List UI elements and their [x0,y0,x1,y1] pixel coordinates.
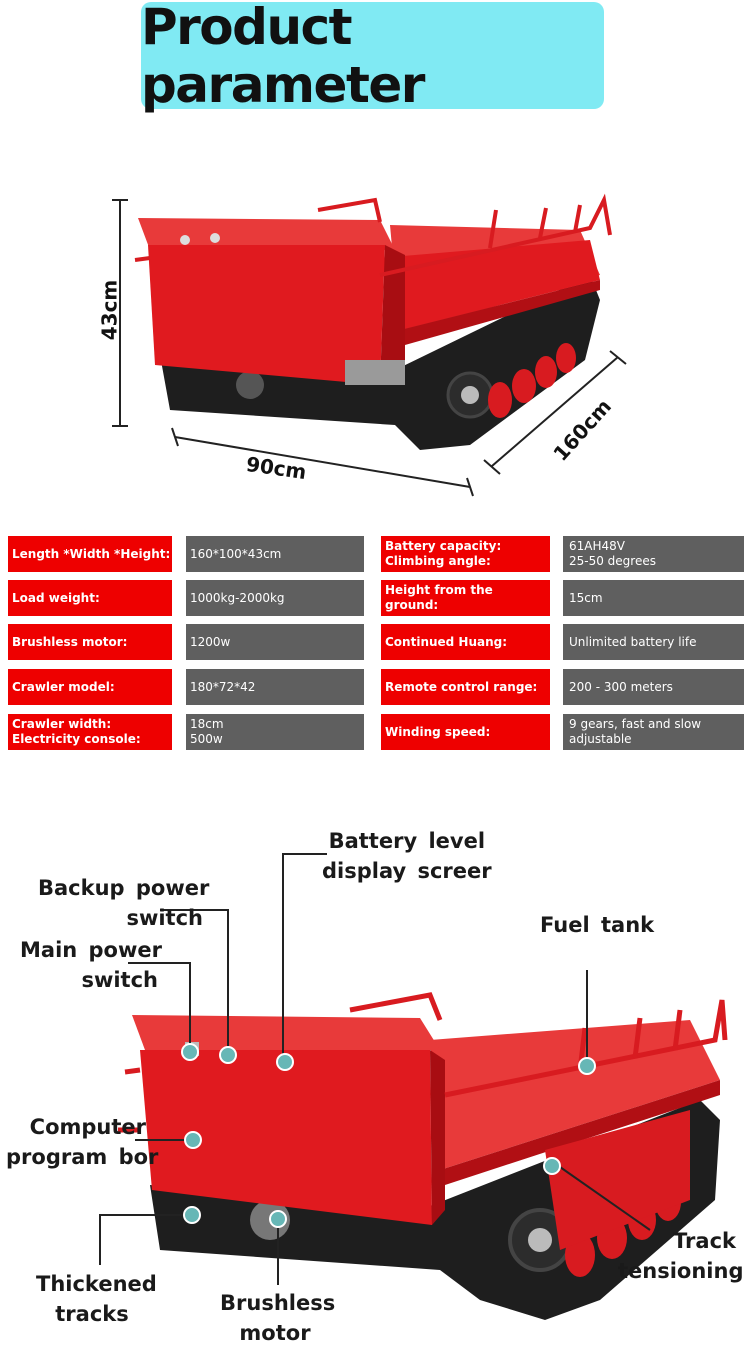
dimension-illustration [112,193,627,497]
rails-large [118,992,728,1133]
spec-label: Load weight: [8,580,172,616]
spec-label: Brushless motor: [8,624,172,660]
spec-label: Remote control range: [381,669,550,705]
carrier-body-large [132,1015,720,1250]
title-banner: Product parameter [141,0,604,114]
spec-value: 1200w [186,624,364,660]
spec-label: Crawler width:Electricity console: [8,714,172,750]
side-rails [134,193,612,277]
spec-label: Height from the ground: [381,580,550,616]
height-dimension-label: 43cm [97,279,122,341]
spec-label: Winding speed: [381,714,550,750]
hotspot-markers [181,1043,596,1228]
spec-value: Unlimited battery life [563,624,744,660]
page-title: Product parameter [141,0,425,114]
callout-fuel-tank: Fuel tank [540,913,655,937]
spec-value: 200 - 300 meters [563,669,744,705]
spec-value: 160*100*43cm [186,536,364,572]
carrier-tracks [160,275,600,450]
spec-value: 1000kg-2000kg [186,580,364,616]
spec-value: 15cm [563,580,744,616]
spec-label: Battery capacity:Climbing angle: [381,536,550,572]
spec-label: Crawler model: [8,669,172,705]
spec-label: Continued Huang: [381,624,550,660]
spec-label: Length *Width *Height: [8,536,172,572]
carrier-tracks-large [150,1100,720,1320]
spec-value: 180*72*42 [186,669,364,705]
